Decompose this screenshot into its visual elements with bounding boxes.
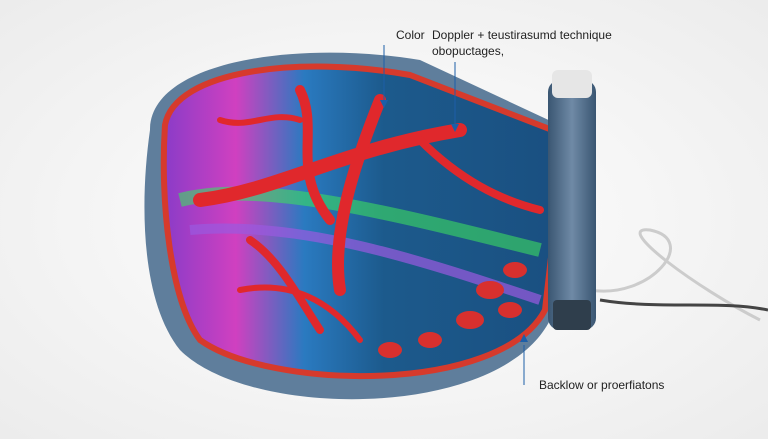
ultrasound-probe: [548, 80, 596, 330]
label-doppler-line1: Doppler + teustirasumd technique: [432, 28, 612, 42]
label-color: Color: [396, 28, 425, 42]
label-doppler-line2: obopuctages,: [432, 44, 505, 58]
red-blood-cells: [378, 262, 527, 358]
tissue-surface: [160, 63, 569, 379]
blood-vessels: [193, 85, 544, 343]
probe-cable: [589, 228, 761, 322]
label-backflow: Backlow or proerfiatons: [539, 378, 665, 392]
